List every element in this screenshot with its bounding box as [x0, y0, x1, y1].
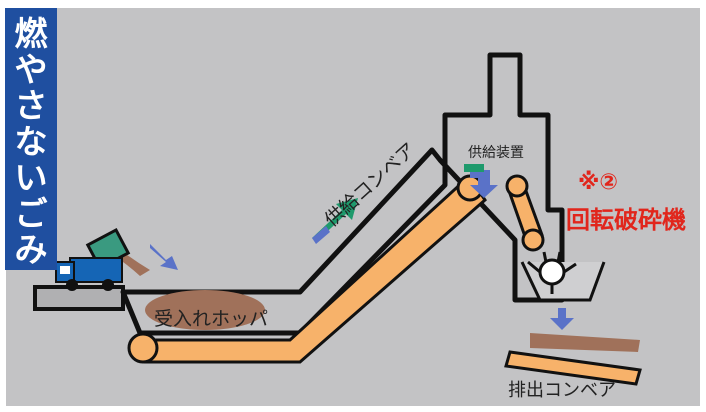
- feeder-roller-top: [505, 174, 529, 198]
- feeder-label: 供給装置: [468, 145, 524, 161]
- conveyor-roller-left: [127, 332, 159, 364]
- dump-truck: [55, 227, 131, 291]
- rotary-crusher: [520, 251, 606, 302]
- flow-arrow-conveyor-up: [312, 198, 358, 244]
- waste-pile: [145, 290, 265, 330]
- category-char: い: [14, 158, 48, 197]
- category-char: さ: [14, 86, 48, 125]
- category-label: 燃 や さ な い ご み: [5, 8, 57, 270]
- hopper-label: 受入れホッパ: [154, 308, 269, 330]
- category-char: な: [14, 122, 48, 161]
- note-mark: ※②: [578, 170, 619, 195]
- crusher-label: 回転破砕機: [566, 206, 686, 234]
- category-char: や: [14, 50, 48, 89]
- flow-arrow-feeder-in: [464, 164, 498, 198]
- flow-arrow-crusher-out: [550, 308, 574, 330]
- category-char: ご: [14, 194, 48, 233]
- category-char: み: [14, 230, 48, 269]
- category-char: 燃: [14, 14, 48, 53]
- feeder-roller-bottom: [521, 228, 545, 252]
- discharge-conveyor-label: 排出コンベア: [508, 380, 616, 401]
- discharge-conveyor: [504, 350, 642, 386]
- discharge-waste: [530, 333, 640, 352]
- conveyor-housing: [120, 52, 565, 336]
- flow-arrow-truck-to-hopper: [150, 244, 178, 270]
